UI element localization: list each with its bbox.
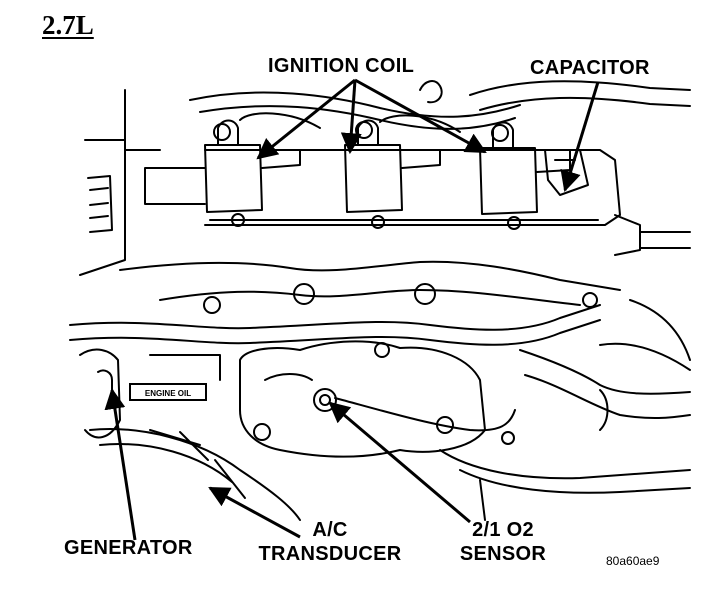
o2-sensor-label-line2: SENSOR [459,543,547,565]
o2-sensor-label-line1: 2/1 O2 [472,519,534,541]
engine-oil-tag: ENGINE OIL [129,383,207,401]
figure-id: 80a60ae9 [606,554,660,568]
capacitor-label: CAPACITOR [530,57,650,79]
arrow-ignition-coil-2 [340,79,362,155]
ac-transducer-label-line1: A/C [312,519,348,541]
arrow-ac-transducer [208,486,301,539]
arrow-ignition-coil-1 [256,78,356,160]
engine-oil-tag-text: ENGINE OIL [145,389,191,398]
engine-title: 2.7L [42,10,94,40]
arrow-capacitor [560,81,600,193]
generator-label: GENERATOR [64,537,193,559]
arrow-ignition-coil-3 [354,78,487,154]
ignition-coil-label: IGNITION COIL [268,55,415,77]
engine-body [69,80,691,521]
callout-arrows [104,78,600,541]
ac-transducer-label-line2: TRANSDUCER [258,543,402,565]
arrow-o2-sensor [328,401,471,524]
arrow-generator [104,387,137,541]
